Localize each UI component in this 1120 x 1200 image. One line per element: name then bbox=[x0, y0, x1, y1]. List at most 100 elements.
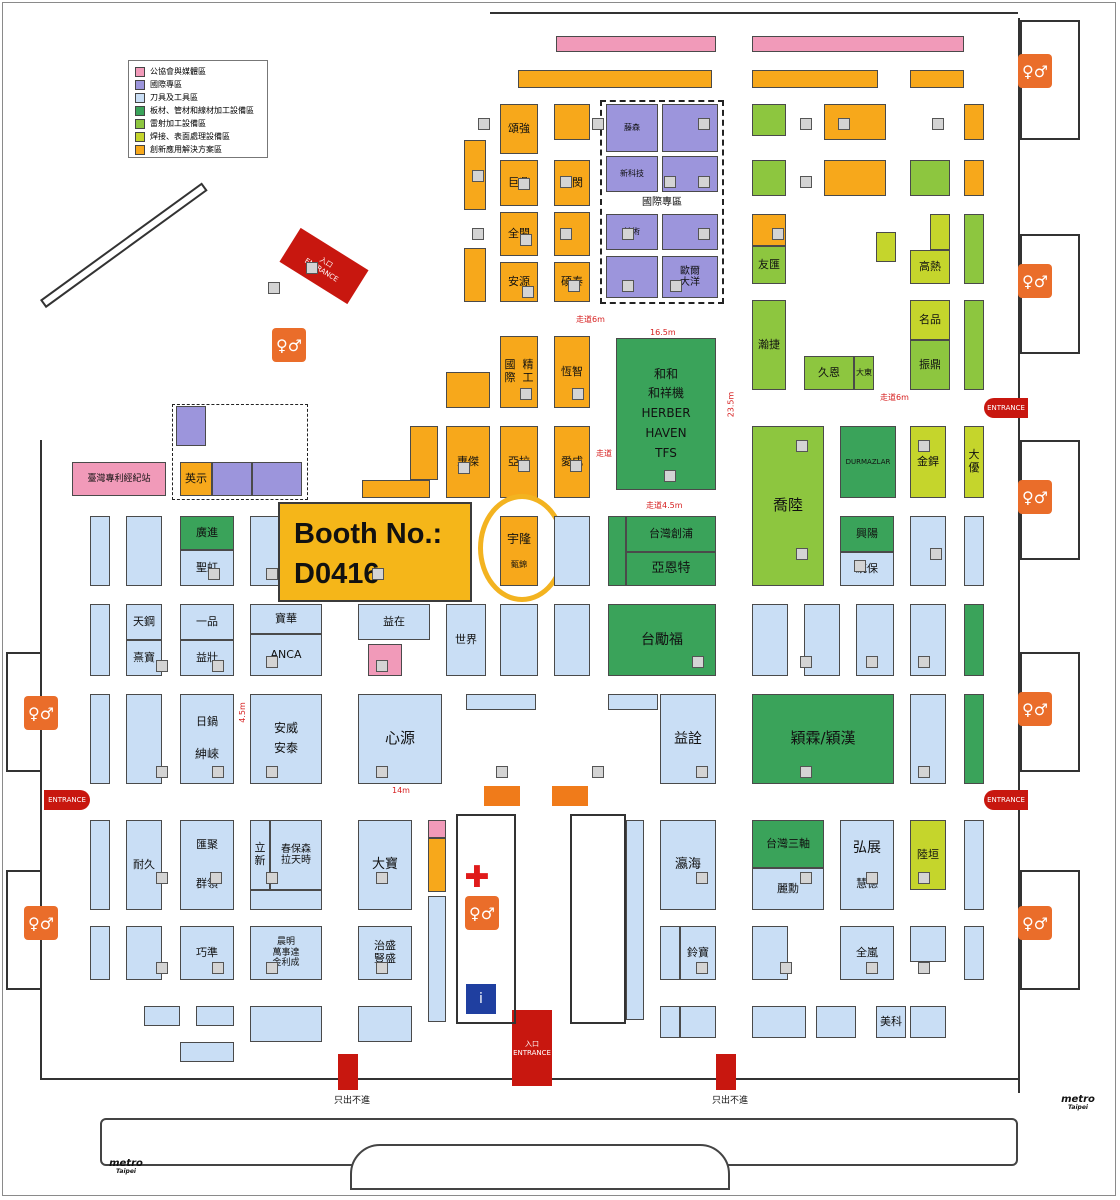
booth-guoji-jinggong[interactable]: 國際精工 bbox=[500, 336, 538, 408]
booth[interactable] bbox=[358, 1006, 412, 1042]
booth-mingpin[interactable]: 名品 bbox=[910, 300, 950, 340]
booth-jiusi[interactable]: 久恩 bbox=[804, 356, 854, 390]
booth[interactable] bbox=[250, 1006, 322, 1042]
booth[interactable] bbox=[680, 1006, 716, 1038]
booth[interactable] bbox=[660, 1006, 680, 1038]
booth-naijiu[interactable]: 耐久 bbox=[126, 820, 162, 910]
booth[interactable] bbox=[180, 1042, 234, 1062]
booth[interactable] bbox=[90, 926, 110, 980]
booth[interactable] bbox=[910, 1006, 946, 1038]
booth-dabao[interactable]: 大寶 bbox=[358, 820, 412, 910]
booth[interactable] bbox=[608, 516, 626, 586]
booth-guanhui-taiyan[interactable] bbox=[126, 516, 162, 586]
booth[interactable] bbox=[930, 214, 950, 250]
booth-xiangqiang[interactable]: 頌強 bbox=[500, 104, 538, 154]
booth-yaente[interactable]: 亞恩特 bbox=[626, 552, 716, 586]
booth-dadong[interactable]: 大東 bbox=[854, 356, 874, 390]
booth[interactable] bbox=[466, 694, 536, 710]
booth[interactable] bbox=[660, 926, 680, 980]
booth-gaore[interactable]: 高熱 bbox=[910, 250, 950, 284]
booth-tianjun[interactable]: 天鋼 bbox=[126, 604, 162, 640]
booth[interactable] bbox=[910, 160, 950, 196]
booth-durmazlar[interactable]: DURMAZLAR bbox=[840, 426, 896, 498]
booth-xingyang[interactable]: 興陽 bbox=[840, 516, 894, 552]
booth[interactable] bbox=[428, 820, 446, 838]
booth[interactable] bbox=[252, 462, 302, 496]
booth[interactable] bbox=[876, 232, 896, 262]
booth[interactable] bbox=[964, 104, 984, 140]
booth[interactable] bbox=[464, 248, 486, 302]
booth-sheng[interactable]: 晨明萬事達金利成 bbox=[250, 926, 322, 980]
booth[interactable] bbox=[964, 604, 984, 676]
booth[interactable] bbox=[126, 694, 162, 784]
booth-yinglin[interactable]: 穎霖/穎漢 bbox=[752, 694, 894, 784]
booth[interactable] bbox=[964, 214, 984, 284]
booth-jinhan[interactable]: 金銲 bbox=[910, 426, 946, 498]
booth-quanke[interactable]: 全閎 bbox=[500, 212, 538, 256]
booth[interactable]: 技術 bbox=[606, 214, 658, 250]
booth[interactable] bbox=[910, 70, 964, 88]
booth[interactable] bbox=[90, 694, 110, 784]
booth-qiaolu[interactable]: 喬陸 bbox=[752, 426, 824, 586]
booth-qiaozhun[interactable]: 巧準 bbox=[180, 926, 234, 980]
booth[interactable] bbox=[964, 516, 984, 586]
booth-yizai[interactable]: 益在 bbox=[358, 604, 430, 640]
booth-chunbao[interactable]: 春保森拉天時 bbox=[270, 820, 322, 890]
booth[interactable] bbox=[910, 926, 946, 962]
booth-patent[interactable]: 臺灣專利經紀站 bbox=[72, 462, 166, 496]
booth[interactable] bbox=[90, 604, 110, 676]
booth[interactable] bbox=[428, 896, 446, 1022]
booth-anwei-antai[interactable]: 安威安泰 bbox=[250, 694, 322, 784]
booth[interactable] bbox=[518, 70, 712, 88]
booth[interactable] bbox=[250, 890, 322, 910]
booth-dayou[interactable]: 大優 bbox=[964, 426, 984, 498]
booth[interactable] bbox=[752, 104, 786, 136]
booth[interactable] bbox=[176, 406, 206, 446]
booth-yipin[interactable]: 一品 bbox=[180, 604, 234, 640]
booth-zhendian[interactable]: 振鼎 bbox=[910, 340, 950, 390]
booth[interactable] bbox=[362, 480, 430, 498]
booth[interactable] bbox=[626, 820, 644, 1020]
booth[interactable] bbox=[752, 36, 964, 52]
booth[interactable] bbox=[554, 516, 590, 586]
booth[interactable] bbox=[752, 1006, 806, 1038]
booth[interactable] bbox=[816, 1006, 856, 1038]
booth-riheng-shenhe[interactable]: 日鍋紳崍 bbox=[180, 694, 234, 784]
booth[interactable] bbox=[824, 104, 886, 140]
booth[interactable] bbox=[144, 1006, 180, 1026]
booth[interactable] bbox=[964, 926, 984, 980]
booth-yizhuang[interactable]: 益壯 bbox=[180, 640, 234, 676]
booth[interactable] bbox=[964, 694, 984, 784]
booth[interactable] bbox=[500, 604, 538, 676]
booth[interactable]: 新科技 bbox=[606, 156, 658, 192]
booth[interactable]: 藤森 bbox=[606, 104, 658, 152]
booth[interactable] bbox=[428, 838, 446, 892]
booth-huiju-qunling[interactable]: 匯聚群領 bbox=[180, 820, 234, 910]
booth-herber[interactable]: 和和 和祥機 HERBER HAVEN TFS bbox=[616, 338, 716, 490]
booth[interactable] bbox=[824, 160, 886, 196]
booth-xinyuan[interactable]: 心源 bbox=[358, 694, 442, 784]
booth-youju[interactable]: 友匯 bbox=[752, 246, 786, 284]
booth-tongbao[interactable]: 統保 bbox=[840, 552, 894, 586]
booth-shijie[interactable]: 世界 bbox=[446, 604, 486, 676]
booth[interactable] bbox=[554, 104, 590, 140]
booth-lidong[interactable]: 麗勳 bbox=[752, 868, 824, 910]
booth[interactable] bbox=[554, 604, 590, 676]
booth-baohua[interactable]: 寶華 bbox=[250, 604, 322, 634]
booth[interactable] bbox=[212, 462, 252, 496]
booth-lishi[interactable]: 立新 bbox=[250, 820, 270, 890]
booth-yingshi[interactable]: 英示 bbox=[180, 462, 212, 496]
booth[interactable] bbox=[90, 516, 110, 586]
booth[interactable] bbox=[964, 300, 984, 390]
booth[interactable] bbox=[752, 160, 786, 196]
booth[interactable] bbox=[90, 820, 110, 910]
booth-haiqi[interactable]: 瀚捷 bbox=[752, 300, 786, 390]
booth[interactable] bbox=[752, 70, 878, 88]
booth[interactable] bbox=[608, 694, 658, 710]
booth-shenghong[interactable]: 聖虹 bbox=[180, 550, 234, 586]
booth[interactable] bbox=[752, 604, 788, 676]
booth-anca[interactable]: ANCA bbox=[250, 634, 322, 676]
booth[interactable] bbox=[196, 1006, 234, 1026]
booth-meike[interactable]: 美科 bbox=[876, 1006, 906, 1038]
booth[interactable] bbox=[556, 36, 716, 52]
